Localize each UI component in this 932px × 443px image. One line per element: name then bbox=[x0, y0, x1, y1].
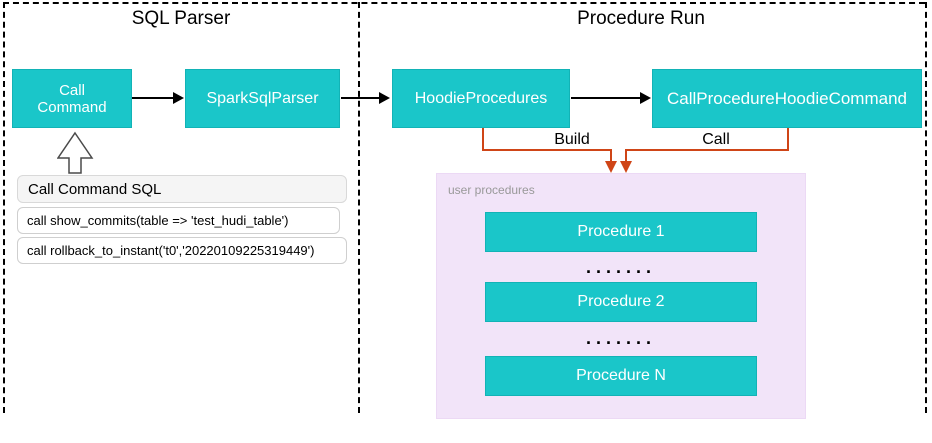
node-procedure-n: Procedure N bbox=[485, 356, 757, 396]
sql-statement-row: call show_commits(table => 'test_hudi_ta… bbox=[17, 207, 340, 234]
frame-right-dashed-line bbox=[925, 2, 927, 413]
node-call-command-label: Call Command bbox=[37, 81, 107, 116]
node-sparksqlparser-label: SparkSqlParser bbox=[206, 89, 319, 107]
node-callprocedurehoodiecommand-label: CallProcedureHoodieCommand bbox=[666, 88, 907, 108]
node-hoodieprocedures-label: HoodieProcedures bbox=[414, 89, 548, 107]
node-procedure-2: Procedure 2 bbox=[485, 282, 757, 322]
arrow-sparksqlparser-to-hoodieprocedures-icon bbox=[341, 92, 390, 104]
section-title-sql-parser: SQL Parser bbox=[131, 8, 231, 29]
node-call-command: Call Command bbox=[12, 69, 132, 128]
arrow-callcommand-to-sparksqlparser-icon bbox=[132, 92, 184, 104]
edge-label-build: Build bbox=[554, 131, 590, 148]
node-sparksqlparser: SparkSqlParser bbox=[185, 69, 340, 128]
node-procedure-1-label: Procedure 1 bbox=[577, 223, 665, 240]
node-procedure-1: Procedure 1 bbox=[485, 212, 757, 252]
edge-label-call: Call bbox=[702, 131, 730, 148]
section-title-procedure-run: Procedure Run bbox=[577, 8, 705, 29]
section-divider-dashed-line bbox=[358, 2, 360, 413]
frame-top-dashed-line bbox=[3, 2, 925, 4]
user-procedures-label: user procedures bbox=[448, 183, 535, 197]
node-procedure-2-label: Procedure 2 bbox=[577, 293, 665, 310]
node-callprocedurehoodiecommand: CallProcedureHoodieCommand bbox=[652, 69, 922, 128]
ellipsis-dots: ....... bbox=[585, 328, 656, 348]
node-procedure-n-label: Procedure N bbox=[576, 367, 666, 384]
arrow-hoodieprocedures-to-callprocedure-icon bbox=[571, 92, 651, 104]
sql-panel-header: Call Command SQL bbox=[17, 175, 347, 203]
up-arrow-icon bbox=[57, 131, 94, 174]
node-hoodieprocedures: HoodieProcedures bbox=[392, 69, 570, 128]
frame-left-dashed-line bbox=[3, 2, 5, 413]
ellipsis-dots: ....... bbox=[585, 257, 656, 277]
sql-statement-row: call rollback_to_instant('t0','202201092… bbox=[17, 237, 347, 264]
